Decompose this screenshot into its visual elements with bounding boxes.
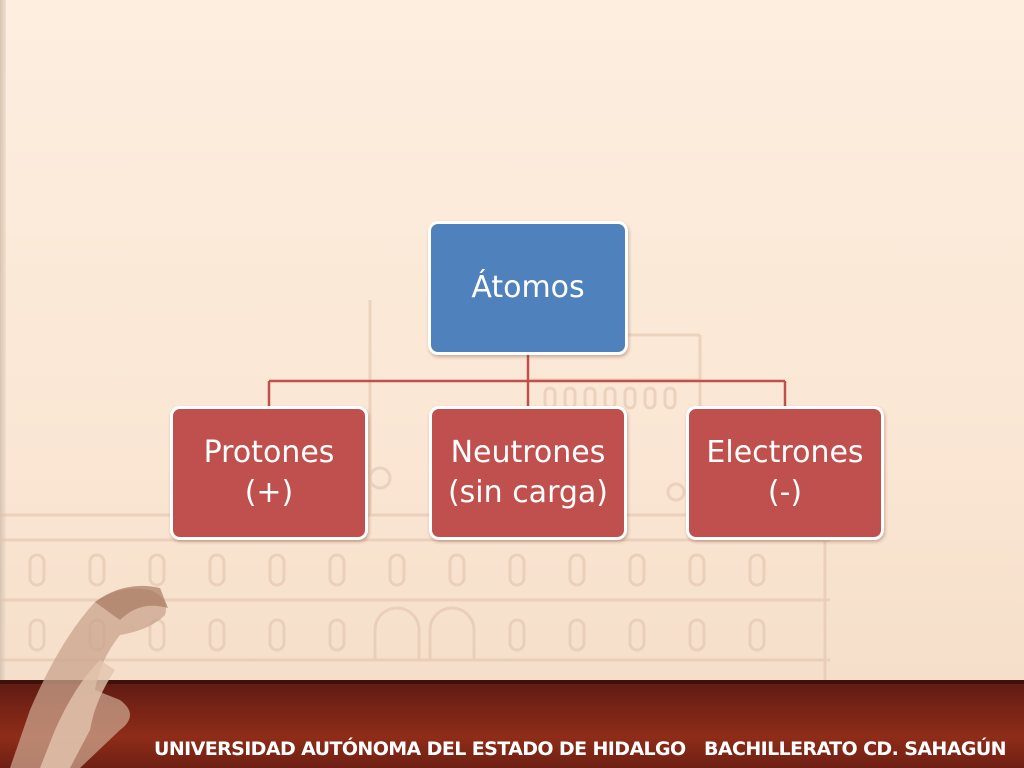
node-neutrones: Neutrones (sin carga): [429, 406, 627, 540]
hand-logo-icon: [10, 585, 168, 768]
footer-campus: BACHILLERATO CD. SAHAGÚN: [704, 738, 1007, 760]
footer-institution: UNIVERSIDAD AUTÓNOMA DEL ESTADO DE HIDAL…: [154, 738, 686, 760]
node-atomos: Átomos: [428, 221, 628, 355]
node-protones: Protones (+): [170, 406, 368, 540]
footer-top-stripe: [0, 680, 1024, 684]
node-neutrones-label: Neutrones (sin carga): [447, 435, 609, 510]
slide-left-edge: [0, 0, 6, 768]
node-atomos-label: Átomos: [471, 270, 585, 305]
footer-band: [0, 680, 1024, 768]
node-protones-label: Protones (+): [203, 435, 335, 510]
node-electrones-label: Electrones (-): [706, 435, 864, 510]
node-electrones: Electrones (-): [686, 406, 884, 540]
